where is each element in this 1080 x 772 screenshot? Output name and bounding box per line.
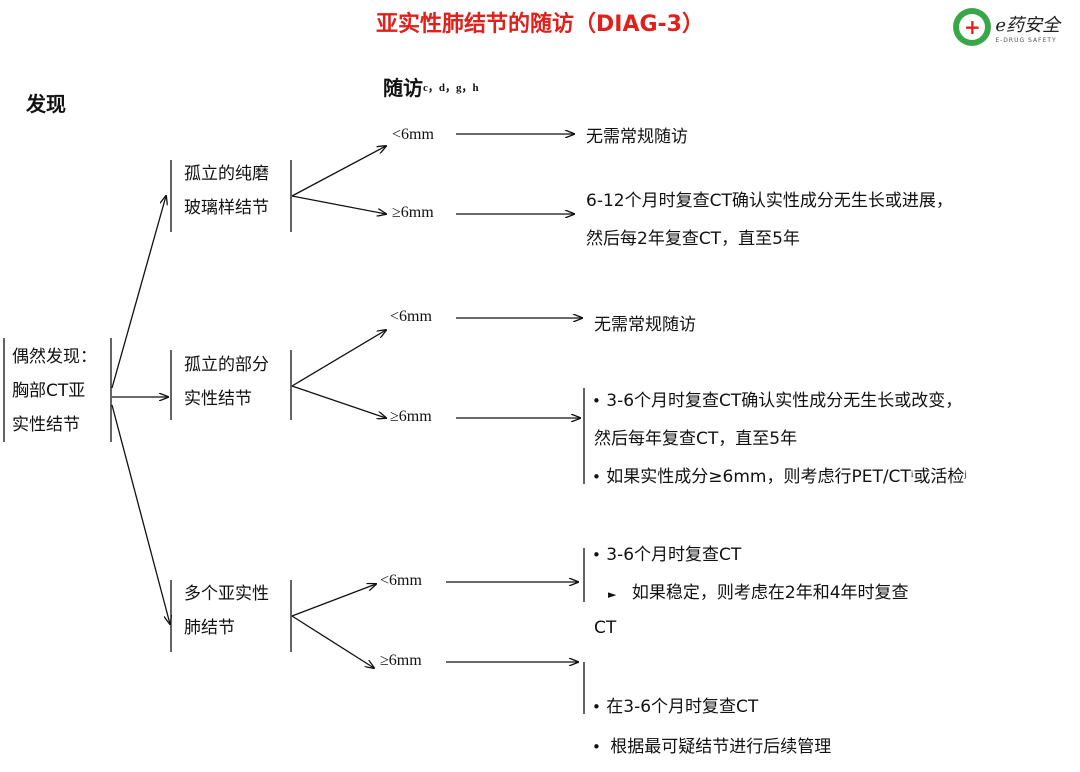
- size-label: ≥6mm: [392, 204, 434, 221]
- branch-line: 多个亚实性: [184, 584, 269, 604]
- bullet-icon: •: [592, 392, 601, 410]
- arrow-root-b3: [111, 404, 170, 624]
- root-line: 实性结节: [12, 415, 80, 435]
- arrow-b2-small: [291, 330, 386, 387]
- result-text: 6-12个月时复查CT确认实性成分无生长或进展，: [586, 191, 953, 211]
- root-line: 偶然发现：: [12, 347, 97, 367]
- branch-node-pure-ggn: 孤立的纯磨 玻璃样结节: [184, 157, 269, 225]
- size-label: ≥6mm: [390, 408, 432, 425]
- result-text: 3-6个月时复查CT确认实性成分无生长或改变，: [606, 391, 963, 411]
- branch-line: 肺结节: [184, 618, 235, 638]
- arrow-b3-small: [291, 584, 376, 617]
- result-text: 无需常规随访: [594, 315, 696, 335]
- arrow-b2-large: [291, 385, 386, 418]
- branch-line: 实性结节: [184, 389, 252, 409]
- bullet-icon: •: [592, 698, 601, 716]
- logo: + e药安全 E-DRUG SAFETY: [953, 8, 1060, 46]
- result-text: 根据最可疑结节进行后续管理: [610, 737, 832, 757]
- footnote-sup: i: [910, 469, 914, 479]
- bullet-icon: •: [592, 468, 601, 486]
- logo-subtitle: E-DRUG SAFETY: [995, 36, 1057, 44]
- result-text: 3-6个月时复查CT: [606, 545, 742, 565]
- arrow-b3-large: [291, 615, 374, 668]
- result-text: 如果实性成分≥6mm，则考虑行PET/CT: [606, 467, 911, 487]
- arrow-root-b1: [111, 196, 166, 389]
- result-subitem: ► 如果稳定，则考虑在2年和4年时复查: [608, 578, 909, 603]
- result-bullet-item: • 根据最可疑结节进行后续管理: [592, 732, 831, 757]
- header-followup: 随访c，d，g，h: [383, 72, 479, 101]
- result-text: 或活检: [913, 467, 965, 487]
- result-bullet-item: • 3-6个月时复查CT确认实性成分无生长或改变，: [592, 386, 962, 411]
- header-followup-sup: c，d，g，h: [423, 82, 479, 94]
- header-followup-label: 随访: [383, 76, 423, 100]
- result-text: 如果稳定，则考虑在2年和4年时复查: [631, 583, 909, 603]
- triangle-bullet-icon: ►: [608, 588, 617, 601]
- bullet-icon: •: [592, 546, 601, 564]
- root-line: 胸部CT亚: [12, 381, 86, 401]
- branch-line: 孤立的部分: [184, 355, 269, 375]
- result-text: 在3-6个月时复查CT: [606, 697, 759, 717]
- page-title: 亚实性肺结节的随访（DIAG-3）: [376, 12, 704, 37]
- result-text: 然后每2年复查CT，直至5年: [586, 229, 800, 249]
- result-text: 无需常规随访: [586, 127, 688, 147]
- root-node: 偶然发现： 胸部CT亚 实性结节: [12, 340, 97, 442]
- size-label: ≥6mm: [380, 652, 422, 669]
- result-text: CT: [594, 618, 617, 638]
- size-label: <6mm: [380, 572, 422, 589]
- arrow-b1-large: [291, 195, 386, 214]
- size-label: <6mm: [392, 126, 434, 143]
- logo-name: e药安全: [995, 14, 1060, 36]
- footnote-sup: j: [964, 469, 967, 479]
- result-bullet-item: • 如果实性成分≥6mm，则考虑行PET/CTi或活检j: [592, 462, 967, 487]
- branch-node-part-solid: 孤立的部分 实性结节: [184, 348, 269, 416]
- logo-icon: +: [953, 8, 992, 46]
- arrow-b1-small: [291, 146, 386, 197]
- branch-line: 玻璃样结节: [184, 198, 269, 218]
- result-text: 然后每年复查CT，直至5年: [594, 429, 798, 449]
- result-bullet-item: • 3-6个月时复查CT: [592, 540, 741, 565]
- branch-node-multiple: 多个亚实性 肺结节: [184, 577, 269, 645]
- size-label: <6mm: [390, 308, 432, 325]
- bullet-icon: •: [592, 738, 601, 756]
- result-bullet-item: • 在3-6个月时复查CT: [592, 692, 758, 717]
- branch-line: 孤立的纯磨: [184, 164, 269, 184]
- header-finding: 发现: [26, 92, 66, 116]
